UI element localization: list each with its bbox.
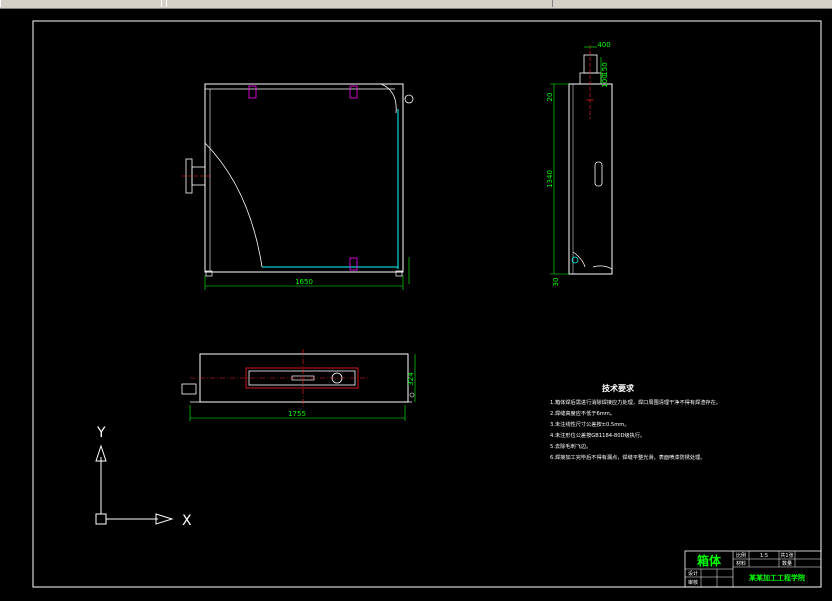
dim-top-height: 324	[407, 372, 415, 386]
front-hole	[404, 94, 414, 104]
note-2: 2.焊缝高度应不低于6mm。	[550, 409, 615, 417]
window-top-bar	[0, 0, 832, 9]
note-1: 1.箱体焊后需进行消除焊接应力处理，焊口周围清理干净不得有焊渣存在。	[550, 398, 721, 406]
ucs-x-label: X	[182, 513, 192, 529]
note-4: 4.未注形位公差按GB1184-80D级执行。	[550, 431, 645, 439]
title-block: 箱体 比例 1:5 共1张 材料 数量 设计 审核 某某加工工程学院	[684, 550, 822, 588]
side-hole	[571, 256, 579, 264]
side-handle	[594, 161, 603, 187]
top-hole-small	[409, 392, 415, 398]
front-corner-curve	[380, 83, 397, 114]
note-5: 5.去除毛刺飞边。	[550, 442, 591, 450]
drawing-canvas[interactable]: 1650 1340 20 30 400 150 100	[0, 9, 832, 597]
dim-side-a: 150	[601, 62, 609, 75]
tb-quantity-label: 数量	[782, 560, 792, 567]
front-outline	[204, 83, 404, 273]
dim-side-total: 1340	[546, 170, 554, 188]
front-view: 1650	[182, 83, 414, 290]
tb-part-name: 箱体	[697, 553, 722, 568]
dim-side-top-w: 400	[597, 41, 610, 49]
side-curve	[592, 265, 613, 270]
front-cut-curve	[204, 142, 263, 268]
tb-scale-label: 比例	[736, 552, 746, 559]
ucs-y-label: Y	[96, 425, 106, 441]
top-view: 1755 324	[181, 349, 416, 421]
note-6: 6.焊接加工完毕后不得有漏点，焊缝平整光滑，表面喷漆防锈处理。	[550, 453, 705, 461]
side-curve	[572, 251, 586, 268]
sheet-border	[32, 20, 822, 588]
tb-designer-label: 设计	[688, 570, 698, 577]
dim-side-bottom: 30	[552, 278, 560, 287]
cad-drawing: 1650 1340 20 30 400 150 100	[32, 20, 822, 588]
tab-segment[interactable]	[166, 0, 553, 7]
foot	[395, 270, 403, 277]
tb-checker-label: 审核	[688, 579, 698, 586]
side-outline	[568, 83, 613, 275]
tab-segment[interactable]	[0, 0, 162, 7]
tb-scale-value: 1:5	[760, 553, 768, 559]
ucs-origin-box	[95, 513, 107, 525]
tb-sheet-label: 共1张	[780, 552, 793, 559]
tb-material-label: 材料	[736, 560, 746, 567]
dim-side-b: 100	[601, 74, 609, 87]
bracket	[349, 257, 358, 271]
note-3: 3.未注线性尺寸公差按±0.5mm。	[550, 420, 630, 428]
notes-title: 技术要求	[602, 383, 635, 393]
side-view: 1340 20 30 400 150 100	[546, 41, 613, 287]
dim-top-width: 1755	[288, 410, 306, 418]
dim-front-width: 1650	[295, 278, 313, 286]
side-pipe-stub	[583, 54, 598, 74]
foot	[205, 270, 213, 277]
dim-side-top: 20	[546, 93, 554, 102]
ucs-y-arrow	[95, 444, 107, 462]
top-pipe-stub	[181, 383, 197, 395]
bracket	[248, 85, 257, 99]
bracket	[349, 85, 358, 99]
tb-company: 某某加工工程学院	[748, 573, 805, 582]
side-flange	[579, 72, 602, 85]
ucs-icon: Y X	[95, 425, 192, 529]
technical-notes: 技术要求 1.箱体焊后需进行消除焊接应力处理，焊口周围清理干净不得有焊渣存在。 …	[550, 383, 721, 461]
ucs-x-arrow	[155, 513, 174, 525]
